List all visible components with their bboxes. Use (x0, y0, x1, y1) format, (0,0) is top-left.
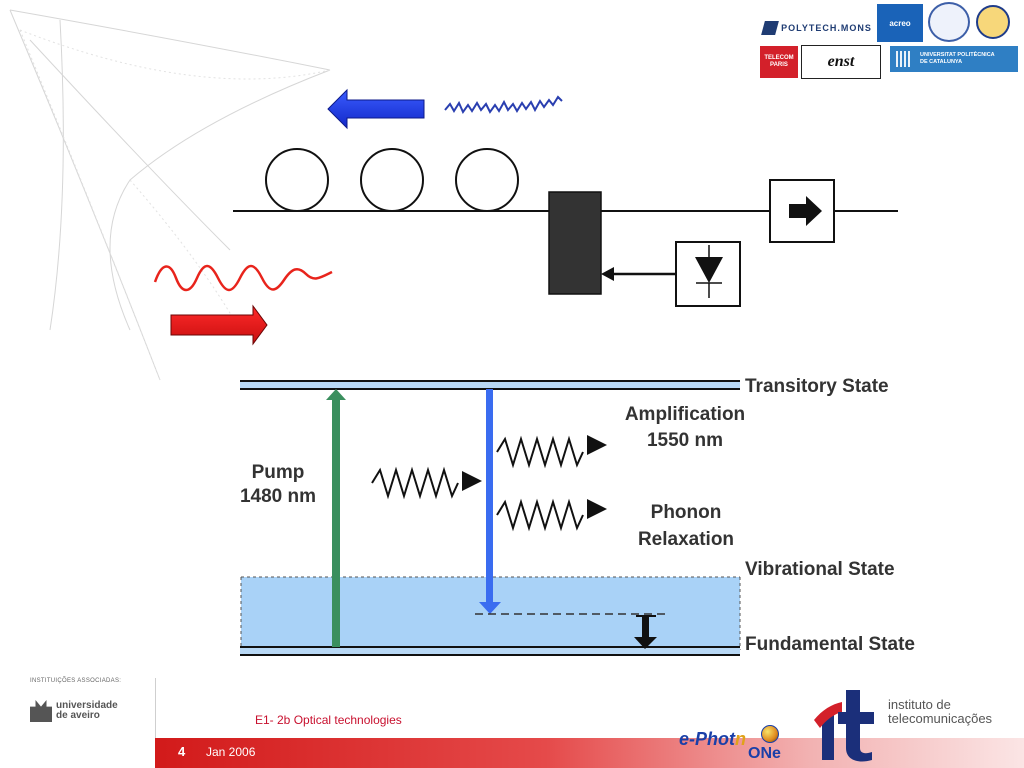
relaxation-arrowhead (634, 637, 657, 649)
signal-arrow (170, 304, 268, 346)
fundamental-level (240, 647, 740, 655)
slide-number: 4 (178, 744, 186, 759)
incoming-photon-wave (371, 466, 459, 500)
it-line1: instituto de (888, 697, 951, 712)
universidade-aveiro-logo: universidade de aveiro (30, 700, 118, 722)
signal-wave (153, 264, 333, 292)
pump-label-line1: Pump (252, 462, 305, 483)
pump-arrowhead (326, 389, 346, 400)
instituto-telecomunicacoes-logo (814, 690, 874, 762)
it-line2: telecomunicações (888, 711, 993, 726)
phonon-arrowhead (587, 499, 607, 519)
relaxation-arrow-shaft (642, 616, 649, 638)
phonon-label-line1: Phonon (651, 502, 722, 523)
polytech-mons-logo: POLYTECH.MONS (760, 14, 875, 42)
enst-bretagne-logo: enst (801, 45, 881, 79)
backward-pump-arrow (327, 88, 425, 130)
university-emblem-logo (976, 5, 1010, 39)
acreo-logo: acreo (877, 4, 923, 42)
fundamental-state-label: Fundamental State (745, 634, 915, 655)
isolator-arrow-icon (789, 196, 822, 226)
phonon-label-line2: Relaxation (638, 529, 734, 550)
acreo-text: acreo (889, 18, 911, 28)
telecom-text: TELECOM PARIS (764, 55, 794, 68)
polytech-text: POLYTECH.MONS (781, 23, 872, 33)
upc-grid-icon (896, 51, 912, 67)
laser-diode-icon (695, 257, 723, 283)
phonon-wave (496, 498, 584, 532)
coupler-block (548, 191, 602, 295)
globe-icon (761, 725, 779, 743)
pump-arrow-shaft (332, 398, 340, 647)
aveiro-text: universidade de aveiro (56, 701, 118, 721)
backward-wave (444, 95, 563, 115)
fiber-spool-2 (360, 148, 424, 212)
amplification-label-line1: Amplification (625, 404, 745, 425)
aveiro-line1: universidade (56, 700, 118, 711)
footer-title: E1- 2b Optical technologies (255, 713, 402, 727)
upc-text: UNIVERSITAT POLITÈCNICA DE CATALUNYA (920, 52, 995, 66)
vibrational-state-label: Vibrational State (745, 559, 895, 580)
upc-line1: UNIVERSITAT POLITÈCNICA (920, 52, 995, 58)
energy-level-diagram: Transitory State Vibrational State Funda… (240, 376, 915, 656)
transitory-level (240, 381, 740, 389)
aveiro-building-icon (30, 700, 52, 722)
enst-text: enst (827, 53, 855, 70)
amplification-wave (496, 435, 584, 469)
pump-label-line2: 1480 nm (240, 486, 316, 507)
incoming-photon-arrowhead (462, 471, 482, 491)
fiber-spool-3 (455, 148, 519, 212)
fiber-schematic (153, 88, 898, 346)
aveiro-line2: de aveiro (56, 710, 100, 721)
eone-logo-text: ONe (748, 745, 781, 762)
amplification-arrowhead (587, 435, 607, 455)
footer-band (155, 738, 1024, 768)
pump-connection-arrowhead (601, 267, 614, 281)
background-decoration (9, 9, 331, 381)
slide-date: Jan 2006 (206, 745, 256, 759)
upc-logo: UNIVERSITAT POLITÈCNICA DE CATALUNYA (890, 46, 1018, 72)
upc-line2: DE CATALUNYA (920, 59, 963, 65)
emission-arrow-shaft (486, 389, 493, 604)
telecom-paris-logo: TELECOM PARIS (760, 46, 798, 78)
footer-divider (155, 678, 156, 738)
university-seal-logo (928, 2, 970, 42)
amplification-label-line2: 1550 nm (647, 430, 723, 451)
transitory-state-label: Transitory State (745, 376, 889, 397)
emission-arrowhead (479, 602, 501, 614)
ephoton-n: n (735, 729, 746, 749)
associated-institutions-label: INSTITUIÇÕES ASSOCIADAS: (30, 678, 122, 684)
fiber-spool-1 (265, 148, 329, 212)
ephoton-logo-text: e-Photn (679, 729, 746, 750)
instituto-telecomunicacoes-text: instituto de telecomunicações (888, 698, 992, 726)
polytech-mark-icon (761, 21, 780, 35)
ephoton-text: e-Phot (679, 729, 735, 749)
